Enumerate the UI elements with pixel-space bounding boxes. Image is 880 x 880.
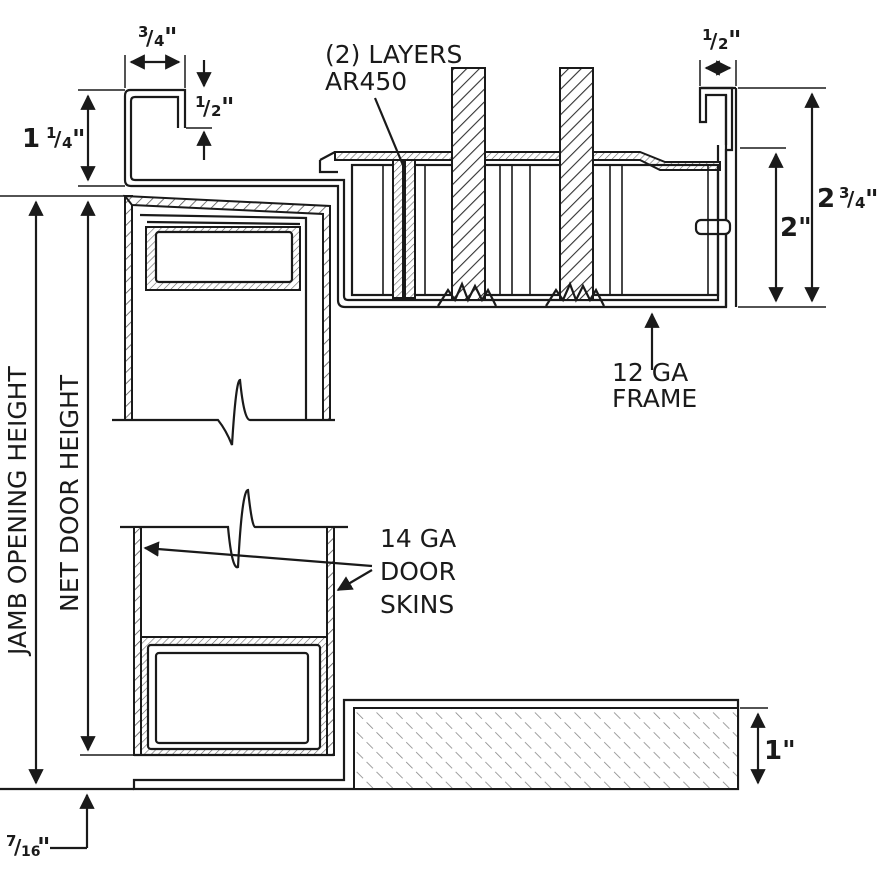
svg-text:16: 16 — [21, 844, 40, 860]
dim-two-inch: 2" — [780, 213, 812, 243]
skins-leader-2 — [336, 569, 373, 591]
text-labels: (2) LAYERS AR450 12 GA FRAME 14 GA DOOR … — [3, 23, 879, 863]
ar450-plate-assembly — [318, 151, 721, 299]
svg-text:": " — [72, 125, 86, 155]
svg-text:2: 2 — [211, 102, 221, 120]
svg-text:": " — [164, 23, 178, 53]
dim-one-and-quarter: 1 1 / 4 " — [22, 124, 86, 155]
dim-half-left: 1 / 2 " — [195, 93, 235, 123]
svg-text:3: 3 — [138, 23, 148, 41]
svg-text:3: 3 — [839, 184, 849, 202]
threshold-sill — [0, 698, 740, 791]
svg-text:2: 2 — [718, 35, 728, 53]
svg-text:1: 1 — [195, 93, 205, 111]
svg-text:": " — [728, 26, 742, 56]
svg-text:/: / — [710, 29, 718, 53]
svg-text:1: 1 — [46, 124, 56, 142]
anchor-bolt-left — [437, 67, 497, 307]
dim-three-quarter: 3 / 4 " — [138, 23, 178, 53]
anchor-bolt-right — [545, 67, 605, 307]
dim-two-and-three-quarter: 2 3 / 4 " — [817, 184, 879, 215]
frame-stop-tab — [694, 218, 732, 236]
dim-half-top-right: 1 / 2 " — [702, 26, 742, 56]
svg-text:1: 1 — [22, 124, 40, 154]
label-ar450: AR450 — [325, 67, 407, 96]
label-frame-line2: FRAME — [612, 384, 697, 413]
svg-text:/: / — [14, 835, 22, 859]
ar450-layer-1 — [392, 159, 404, 299]
label-layers: (2) LAYERS — [325, 40, 462, 69]
dim-seven-sixteenths: 7 / 16 " — [6, 832, 51, 863]
svg-text:4: 4 — [855, 194, 865, 212]
svg-text:/: / — [203, 96, 211, 120]
layers-leader — [373, 97, 407, 171]
svg-text:1: 1 — [702, 26, 712, 44]
svg-text:": " — [221, 93, 235, 123]
label-frame-line1: 12 GA — [612, 358, 688, 387]
head-frame — [123, 86, 738, 309]
svg-text:/: / — [54, 127, 62, 151]
dimension-lines — [0, 54, 826, 850]
door-upper — [112, 194, 335, 446]
svg-text:": " — [37, 833, 51, 863]
door-lower — [120, 488, 348, 757]
dim-one-inch: 1" — [764, 736, 796, 766]
label-skins-line3: SKINS — [380, 590, 454, 619]
svg-text:": " — [865, 185, 879, 215]
svg-text:4: 4 — [154, 32, 164, 50]
svg-text:2: 2 — [817, 184, 835, 214]
svg-text:7: 7 — [6, 832, 16, 850]
svg-text:/: / — [146, 26, 154, 50]
label-net-door-height: NET DOOR HEIGHT — [55, 374, 84, 612]
label-jamb-opening-height: JAMB OPENING HEIGHT — [3, 366, 32, 657]
skins-leader-1 — [143, 541, 373, 568]
ar450-layer-2 — [404, 159, 416, 299]
label-skins-line2: DOOR — [380, 557, 456, 586]
label-skins-line1: 14 GA — [380, 524, 456, 553]
svg-text:/: / — [847, 187, 855, 211]
svg-text:4: 4 — [62, 134, 72, 152]
